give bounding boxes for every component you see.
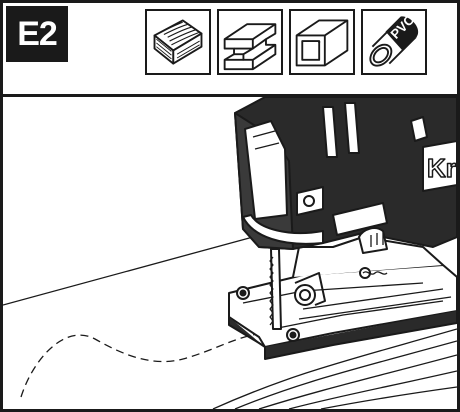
brand-label: Kr: [427, 153, 456, 183]
pvc-pipe-icon: PVC: [361, 9, 427, 75]
step-label: E2: [6, 6, 68, 62]
metal-square-profile-icon: [289, 9, 355, 75]
jigsaw-tool: Kr: [228, 97, 457, 360]
cut-line: [20, 332, 266, 398]
wood-plank-icon: [145, 9, 211, 75]
material-icons: PVC: [145, 9, 427, 75]
panel-header: E2: [3, 3, 457, 97]
jigsaw-illustration: Kr: [3, 97, 457, 409]
aluminum-profile-icon: [217, 9, 283, 75]
